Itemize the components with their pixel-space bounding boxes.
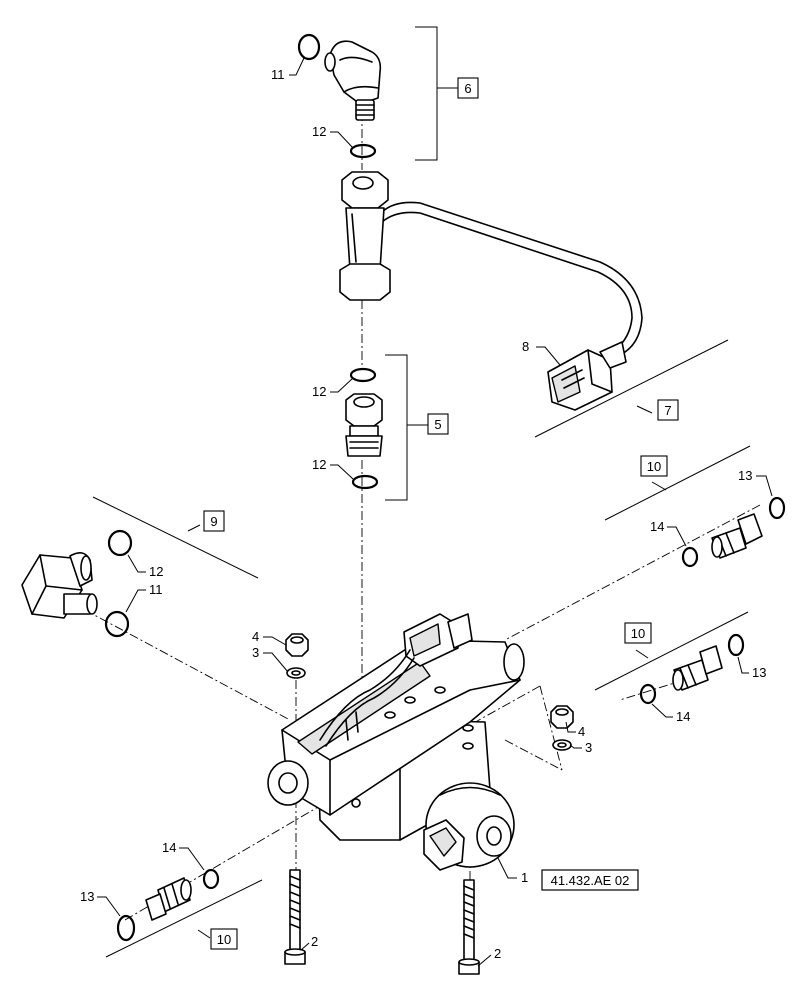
callout-numbers: 11 12 12 12 8 13 14 12 11 4 3 13 14 4 3 … — [80, 67, 766, 961]
callout-3-left: 3 — [252, 645, 259, 660]
callout-12-left: 12 — [149, 564, 163, 579]
washer-left — [286, 667, 306, 679]
straight-fitting-upper-right — [711, 513, 763, 559]
callout-14-mid-right: 14 — [676, 709, 690, 724]
svg-text:10: 10 — [217, 932, 231, 947]
group-label-5[interactable]: 5 — [427, 413, 449, 435]
svg-text:9: 9 — [210, 514, 217, 529]
group-bracket-10b — [594, 611, 749, 691]
svg-text:41.432.AE 02: 41.432.AE 02 — [551, 873, 630, 888]
group-bracket-6 — [415, 26, 458, 161]
group-label-7[interactable]: 7 — [657, 399, 679, 421]
callout-12-top: 12 — [312, 124, 326, 139]
group-bracket-10c — [105, 879, 263, 958]
o-ring-11-left — [104, 610, 130, 638]
o-ring-14-upper-right — [681, 546, 699, 568]
callout-4-right: 4 — [578, 724, 585, 739]
group-bracket-7 — [534, 339, 729, 438]
valve-body — [267, 613, 525, 871]
group-bracket-10a — [604, 445, 751, 521]
group-label-10-upper[interactable]: 10 — [640, 455, 668, 477]
o-ring-11-top — [297, 33, 321, 61]
left-elbow-fitting — [21, 552, 98, 619]
straight-fitting-mid-right — [672, 645, 723, 691]
callout-13-mid-right: 13 — [752, 665, 766, 680]
callout-14-lower-left: 14 — [162, 840, 176, 855]
o-ring-12-top — [349, 143, 377, 159]
callout-11-left: 11 — [149, 582, 163, 597]
washer-right — [552, 739, 572, 751]
group-label-6[interactable]: 6 — [457, 77, 479, 99]
callout-1: 1 — [521, 870, 528, 885]
elbow-fitting — [324, 40, 382, 121]
callout-13-upper-right: 13 — [738, 468, 752, 483]
callout-12-lower-mid: 12 — [312, 457, 326, 472]
svg-text:7: 7 — [664, 403, 671, 418]
svg-text:10: 10 — [631, 626, 645, 641]
svg-text:5: 5 — [434, 417, 441, 432]
o-ring-14-mid-right — [639, 683, 657, 705]
group-label-10-lower[interactable]: 10 — [210, 928, 238, 950]
callout-13-lower-left: 13 — [80, 889, 94, 904]
adapter-fitting — [345, 393, 383, 457]
callout-2-right: 2 — [494, 946, 501, 961]
callout-2-left: 2 — [311, 934, 318, 949]
group-label-9[interactable]: 9 — [203, 510, 225, 532]
group-bracket-5 — [385, 354, 428, 501]
callout-14-upper-right: 14 — [650, 519, 664, 534]
o-ring-12-lower-mid — [351, 474, 379, 490]
bolt-left — [284, 869, 306, 965]
svg-text:10: 10 — [647, 459, 661, 474]
callout-11-top: 11 — [271, 67, 285, 82]
o-ring-12-upper-mid — [349, 367, 377, 383]
callout-leaders — [97, 57, 773, 967]
group-bracket-9 — [92, 496, 259, 579]
sensor-with-cable — [339, 171, 643, 356]
bolt-right — [458, 879, 480, 975]
nut-right — [550, 705, 574, 729]
o-ring-13-mid-right — [727, 633, 745, 657]
straight-fitting-lower-left — [145, 877, 192, 921]
callout-12-upper-mid: 12 — [312, 384, 326, 399]
nut-left — [285, 633, 309, 657]
callout-8: 8 — [522, 339, 529, 354]
svg-text:6: 6 — [464, 81, 471, 96]
reference-box[interactable]: 41.432.AE 02 — [541, 869, 639, 891]
o-ring-13-lower-left — [116, 914, 136, 942]
callout-4-left: 4 — [252, 629, 259, 644]
group-label-10-middle[interactable]: 10 — [624, 622, 652, 644]
electrical-connector — [547, 341, 627, 411]
callout-3-right: 3 — [585, 740, 592, 755]
o-ring-13-upper-right — [768, 496, 786, 520]
o-ring-12-left — [107, 529, 133, 557]
o-ring-14-lower-left — [202, 868, 220, 890]
